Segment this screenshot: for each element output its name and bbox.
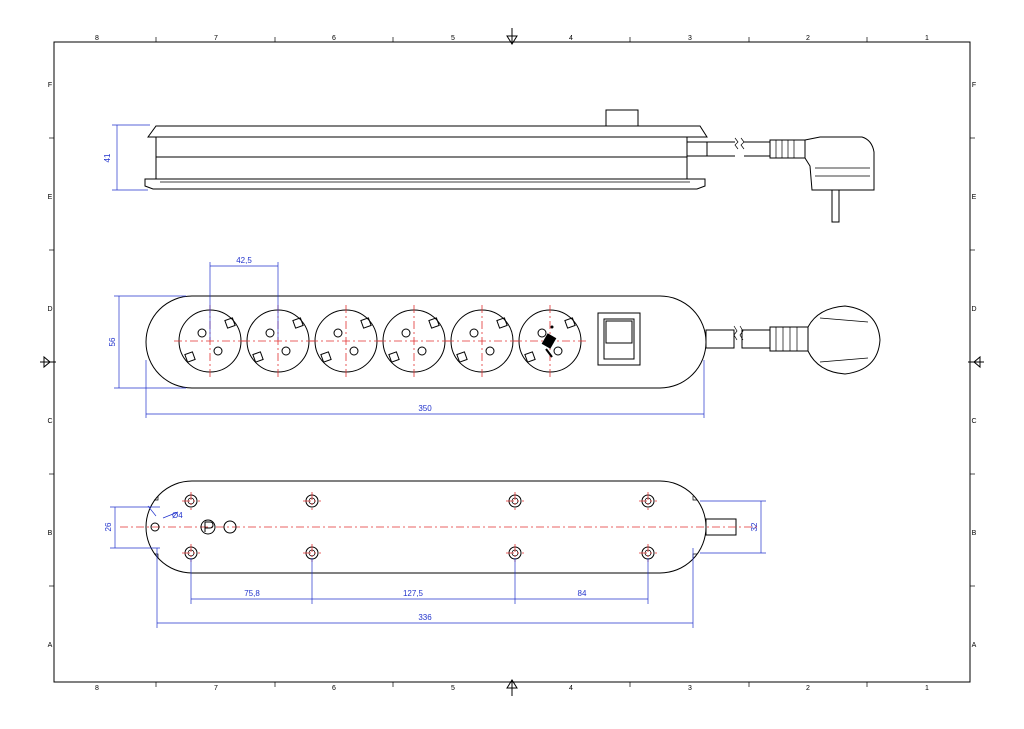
bottom-height-dimension: 26	[104, 506, 160, 549]
zone-row-label: A	[48, 642, 53, 649]
zone-row-label: D	[971, 306, 976, 313]
zone-row-label: C	[47, 418, 52, 425]
zone-column-labels-bottom: 8 7 6 5 4 3 2 1	[95, 685, 929, 692]
zone-column-label: 1	[925, 35, 929, 42]
span-1-label: 75,8	[244, 589, 260, 598]
rocker-switch	[597, 312, 641, 366]
bottom-length-dimension: 336	[156, 548, 694, 628]
zone-column-label: 2	[806, 685, 810, 692]
zone-column-label: 6	[332, 685, 336, 692]
bottom-height-label: 26	[104, 522, 113, 531]
plug-side	[804, 136, 875, 191]
strip-body-top	[145, 295, 707, 389]
hole-diameter-dimension: Ø4	[147, 505, 183, 520]
zone-row-labels-right: F E D C B A	[971, 82, 976, 649]
hole-diameter-label: Ø4	[172, 511, 183, 520]
zone-column-label: 7	[214, 685, 218, 692]
zone-row-label: E	[972, 194, 977, 201]
zone-column-label: 4	[569, 35, 573, 42]
side-view	[144, 109, 875, 223]
span-2-label: 127,5	[403, 589, 424, 598]
zone-row-labels-left: F E D C B A	[47, 82, 52, 649]
top-view	[145, 295, 881, 389]
foot-span-dimensions: 75,8 127,5 84	[190, 558, 649, 604]
zone-row-label: A	[972, 642, 977, 649]
zone-column-label: 5	[451, 35, 455, 42]
zone-column-label: 8	[95, 35, 99, 42]
mount-hole	[150, 522, 160, 532]
plug-top	[807, 305, 881, 375]
zone-column-label: 4	[569, 685, 573, 692]
zone-row-label: F	[48, 82, 52, 89]
socket-outlet	[514, 305, 586, 377]
zone-column-labels-top: 8 7 6 5 4 3 2 1	[95, 35, 929, 42]
zone-row-label: E	[48, 194, 53, 201]
drawing-frame	[53, 41, 971, 683]
zone-row-label: D	[47, 306, 52, 313]
body-height-dimension: 56	[108, 295, 186, 389]
zone-column-label: 3	[688, 35, 692, 42]
side-height-label: 41	[103, 153, 112, 162]
bottom-view	[120, 480, 760, 574]
socket-outlet	[310, 305, 382, 377]
socket-outlet	[378, 305, 450, 377]
socket-outlet	[446, 305, 518, 377]
zone-column-label: 8	[95, 685, 99, 692]
body-length-label: 350	[418, 404, 432, 413]
centering-marks	[40, 28, 984, 696]
rubber-foot	[639, 492, 657, 510]
certification-mark-icon	[200, 519, 216, 535]
zone-row-label: B	[48, 530, 53, 537]
zone-column-label: 2	[806, 35, 810, 42]
socket-pitch-label: 42,5	[236, 256, 252, 265]
socket-group	[174, 305, 586, 377]
zone-row-label: F	[972, 82, 976, 89]
body-length-dimension: 350	[145, 360, 705, 418]
bottom-length-label: 336	[418, 613, 432, 622]
zone-column-label: 3	[688, 685, 692, 692]
body-height-label: 56	[108, 337, 117, 346]
zone-row-label: C	[971, 418, 976, 425]
cable-height-dimension: 32	[700, 500, 766, 554]
rubber-foot	[182, 492, 200, 510]
rubber-foot	[506, 492, 524, 510]
side-height-dimension: 41	[103, 124, 150, 191]
zone-column-label: 5	[451, 685, 455, 692]
cable-height-label: 32	[750, 522, 759, 531]
zone-column-label: 7	[214, 35, 218, 42]
rubber-foot	[303, 492, 321, 510]
switch-side	[605, 109, 639, 127]
zone-column-label: 1	[925, 685, 929, 692]
zone-column-label: 6	[332, 35, 336, 42]
span-3-label: 84	[578, 589, 587, 598]
zone-row-label: B	[972, 530, 977, 537]
socket-pitch-dimension: 42,5	[209, 256, 279, 340]
